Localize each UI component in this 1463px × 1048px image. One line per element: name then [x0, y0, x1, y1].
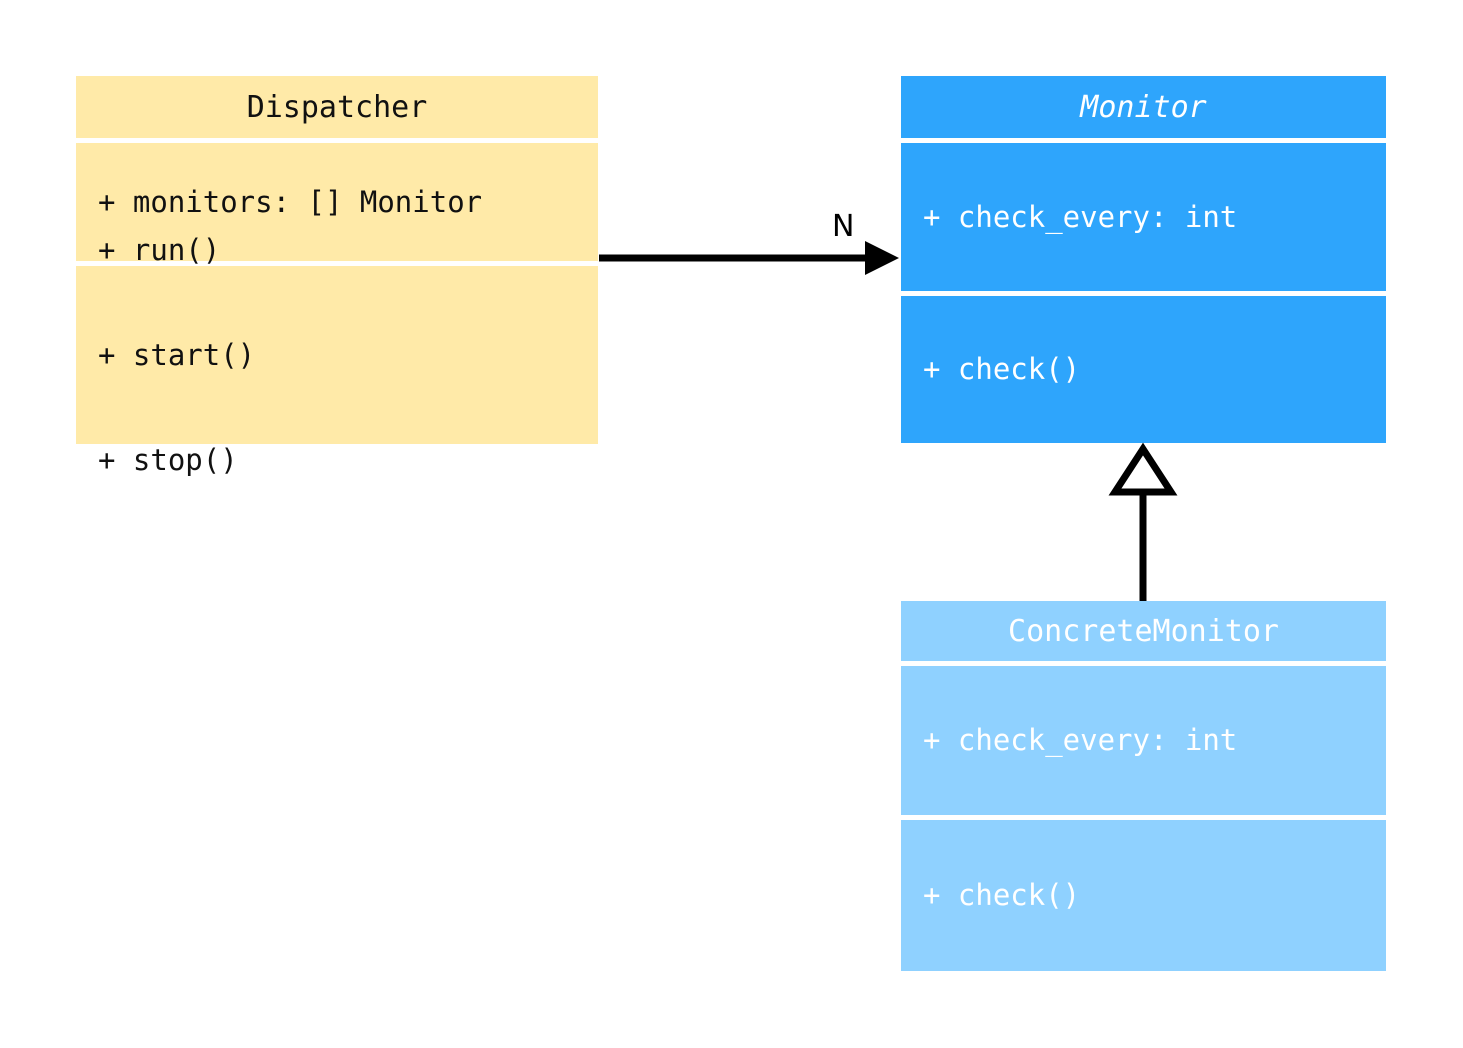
compartment-divider	[76, 138, 598, 143]
class-box-dispatcher[interactable]: Dispatcher + monitors: [] Monitor + run(…	[76, 76, 598, 477]
class-methods-dispatcher: + run() + start() + stop()	[76, 233, 598, 477]
compartment-divider	[901, 291, 1386, 296]
edge-association-dispatcher-monitor[interactable]	[599, 241, 899, 275]
class-header-monitor: Monitor	[901, 76, 1386, 138]
class-header-concretemonitor: ConcreteMonitor	[901, 601, 1386, 661]
compartment-divider	[901, 661, 1386, 666]
attribute-item: + check_every: int	[923, 199, 1238, 234]
filled-triangle-arrowhead-icon	[865, 241, 899, 275]
method-item: + check()	[923, 878, 1081, 912]
method-item: + start()	[98, 337, 256, 372]
class-box-concretemonitor[interactable]: ConcreteMonitor + check_every: int + che…	[901, 601, 1386, 971]
class-box-monitor[interactable]: Monitor + check_every: int + check()	[901, 76, 1386, 443]
method-item: + run()	[98, 232, 221, 267]
compartment-divider	[901, 138, 1386, 143]
edge-generalization-concretemonitor-monitor[interactable]	[1108, 442, 1178, 601]
compartment-divider	[901, 815, 1386, 820]
class-methods-monitor: + check()	[901, 296, 1386, 443]
attribute-item: + check_every: int	[923, 723, 1238, 757]
class-header-dispatcher: Dispatcher	[76, 76, 598, 138]
method-item: + check()	[923, 352, 1081, 386]
class-attributes-dispatcher: + monitors: [] Monitor	[76, 143, 598, 261]
edge-label-multiplicity: N	[832, 209, 855, 244]
class-name-concretemonitor: ConcreteMonitor	[1008, 613, 1279, 649]
class-attributes-concretemonitor: + check_every: int	[901, 666, 1386, 815]
attribute-item: + monitors: [] Monitor	[98, 184, 483, 219]
method-item: + stop()	[98, 442, 238, 477]
class-name-dispatcher: Dispatcher	[246, 89, 428, 125]
class-methods-concretemonitor: + check()	[901, 820, 1386, 971]
class-name-monitor: Monitor	[1080, 89, 1207, 125]
compartment-divider	[76, 261, 598, 266]
class-attributes-monitor: + check_every: int	[901, 143, 1386, 291]
